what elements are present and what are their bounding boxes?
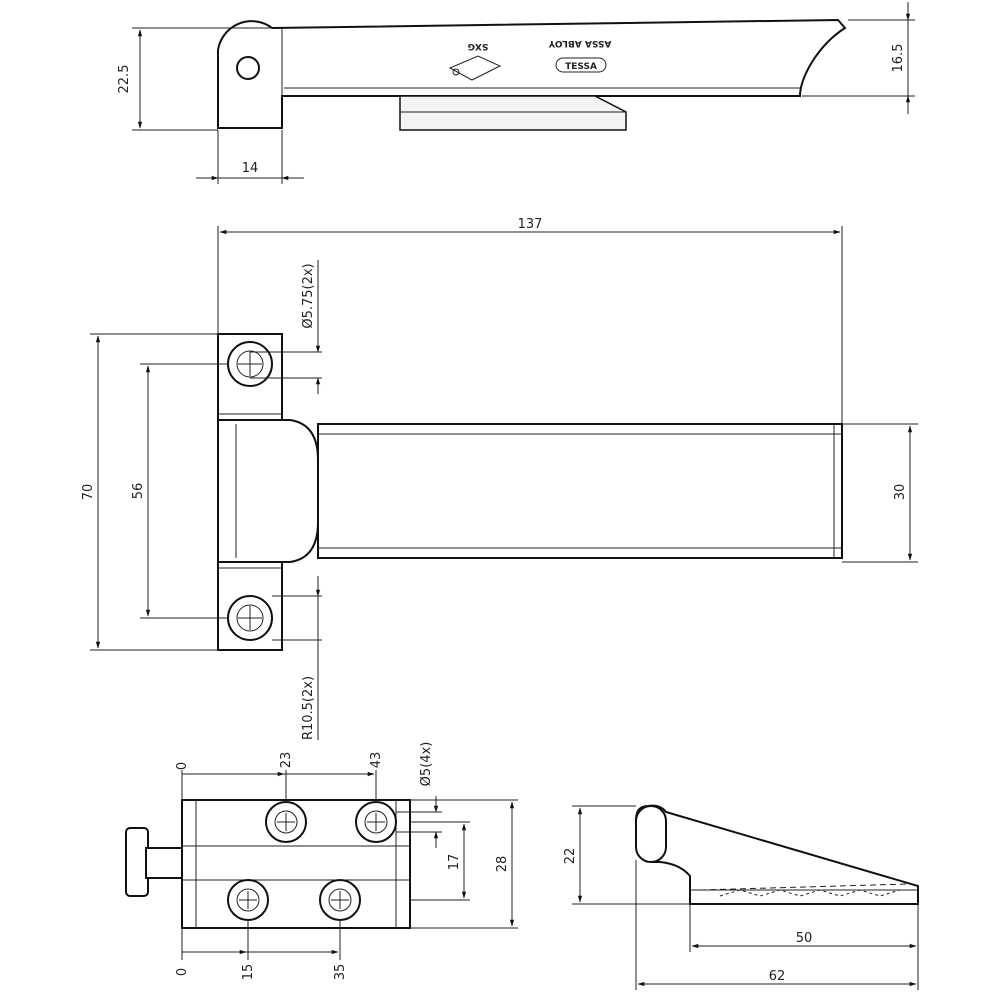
dim-plate-hole-diameter: Ø5(4x) (419, 742, 434, 787)
front-view-arm (317, 423, 843, 559)
dim-bottom-35: 35 (333, 964, 348, 981)
dim-30: 30 (893, 484, 908, 501)
dim-bottom-15: 15 (241, 964, 256, 981)
side-view-head (635, 805, 667, 863)
dim-top-43: 43 (369, 752, 384, 769)
plate-view-pin (145, 847, 187, 879)
side-view: 22 50 62 (563, 804, 919, 990)
dim-50: 50 (796, 931, 813, 946)
sxg-logo: SXG (448, 41, 502, 81)
top-view-foot (399, 95, 627, 131)
plate-view-holes (227, 801, 397, 921)
plate-view: 0 23 43 Ø5(4x) 17 28 0 15 35 (125, 742, 518, 981)
plate-view-knob (125, 827, 149, 897)
top-view-pivot-hole (236, 56, 260, 80)
dim-28: 28 (495, 856, 510, 873)
front-view: 137 Ø5.75(2x) 70 56 30 R10.5(2x) (81, 217, 918, 740)
dim-22-5: 22.5 (117, 65, 132, 94)
dim-56: 56 (131, 483, 146, 500)
dim-top-0: 0 (175, 762, 190, 770)
dim-137: 137 (518, 217, 543, 232)
plate-view-plate (181, 799, 411, 929)
dim-14: 14 (242, 161, 259, 176)
dim-top-23: 23 (279, 752, 294, 769)
dim-bottom-0: 0 (175, 968, 190, 976)
dim-62: 62 (769, 969, 786, 984)
side-view-wedge (635, 804, 919, 905)
dim-radius: R10.5(2x) (301, 676, 316, 740)
assa-abloy-logo: ASSA ABLOY TESSA (548, 38, 611, 73)
dim-22: 22 (563, 848, 578, 865)
top-view: SXG ASSA ABLOY TESSA 22.5 16.5 14 (117, 2, 915, 184)
top-view-arm (217, 18, 847, 129)
dim-17: 17 (447, 854, 462, 871)
logo-right-badge: TESSA (565, 62, 597, 72)
dim-70: 70 (81, 484, 96, 501)
dim-hole-diameter: Ø5.75(2x) (301, 263, 316, 328)
logo-left-text: SXG (468, 41, 489, 51)
front-view-body (217, 419, 319, 563)
logo-right-text: ASSA ABLOY (548, 38, 611, 48)
dim-16-5: 16.5 (891, 44, 906, 73)
